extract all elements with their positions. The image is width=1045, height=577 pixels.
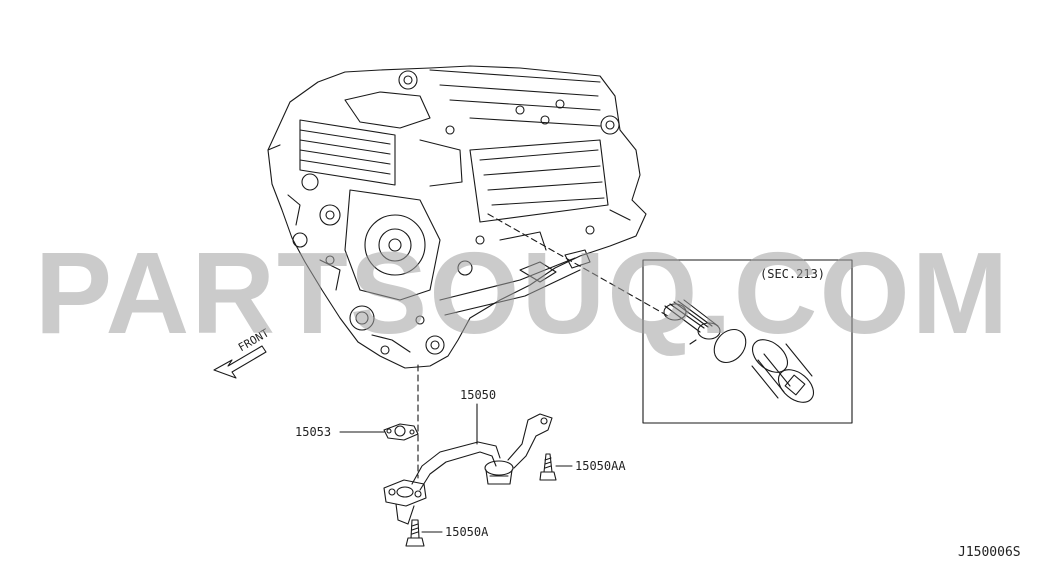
oil-filter-inset — [642, 259, 853, 424]
drawing-number: J150006S — [958, 545, 1021, 560]
part-label-15050aa[interactable]: 15050AA — [575, 459, 626, 473]
filter-o-ring — [713, 328, 747, 364]
part-label-15050a[interactable]: 15050A — [445, 525, 489, 539]
oil-strainer-assembly — [383, 413, 553, 525]
bolt-15050aa — [539, 453, 557, 481]
filter-cap — [751, 339, 815, 403]
part-label-15053[interactable]: 15053 — [295, 425, 332, 439]
front-arrow — [213, 345, 267, 379]
leader-line-filter — [487, 213, 669, 317]
gasket-15053 — [383, 423, 419, 441]
bolt-15050a — [405, 519, 425, 547]
engine-block — [267, 65, 647, 369]
part-label-15050[interactable]: 15050 — [460, 388, 497, 402]
filter-element — [663, 299, 721, 345]
inset-section-label[interactable]: (SEC.213) — [760, 267, 826, 281]
